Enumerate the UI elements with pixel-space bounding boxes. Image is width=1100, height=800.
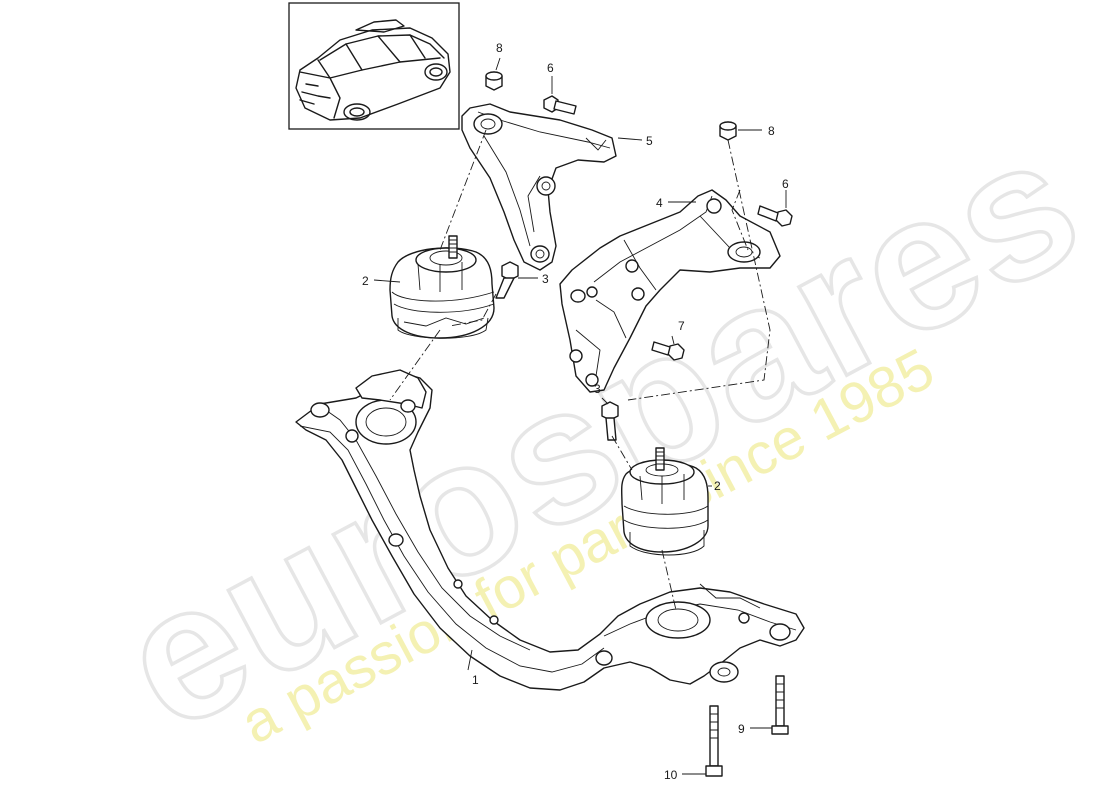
callout-9: 9 <box>738 722 745 736</box>
assembly-lines <box>389 129 771 611</box>
callout-3-right: 3 <box>594 382 601 396</box>
nut-left <box>485 71 503 91</box>
bracket-bolt-lower <box>651 341 685 361</box>
mount-bolt-right <box>601 401 619 441</box>
callout-7: 7 <box>678 319 685 333</box>
callout-10: 10 <box>664 768 678 782</box>
callout-6-left: 6 <box>547 61 554 75</box>
vehicle-suv-icon <box>295 19 451 121</box>
engine-mount-right <box>620 447 709 556</box>
support-bracket-left <box>461 103 617 271</box>
support-bracket-right <box>559 189 781 393</box>
bracket-bolt-left <box>543 95 577 115</box>
callout-8-right: 8 <box>768 124 775 138</box>
bracket-bolt-right <box>757 205 793 227</box>
callout-2-right: 2 <box>714 479 721 493</box>
engine-mount-left <box>389 235 495 339</box>
nut-right <box>719 121 737 141</box>
callout-8-left: 8 <box>496 41 503 55</box>
callout-2-left: 2 <box>362 274 369 288</box>
crossmember-bolt-long <box>705 705 723 777</box>
callout-1: 1 <box>472 673 479 687</box>
callout-leaders <box>373 57 787 775</box>
callout-labels: 1 2 2 3 3 4 5 6 6 7 8 8 9 10 <box>362 41 789 782</box>
vehicle-thumbnail <box>288 2 460 130</box>
cross-member <box>295 369 805 691</box>
callout-5: 5 <box>646 134 653 148</box>
crossmember-bolt-short <box>771 675 789 735</box>
callout-4: 4 <box>656 196 663 210</box>
callout-6-right: 6 <box>782 177 789 191</box>
callout-3-left: 3 <box>542 272 549 286</box>
mount-bolt-left <box>495 261 519 299</box>
